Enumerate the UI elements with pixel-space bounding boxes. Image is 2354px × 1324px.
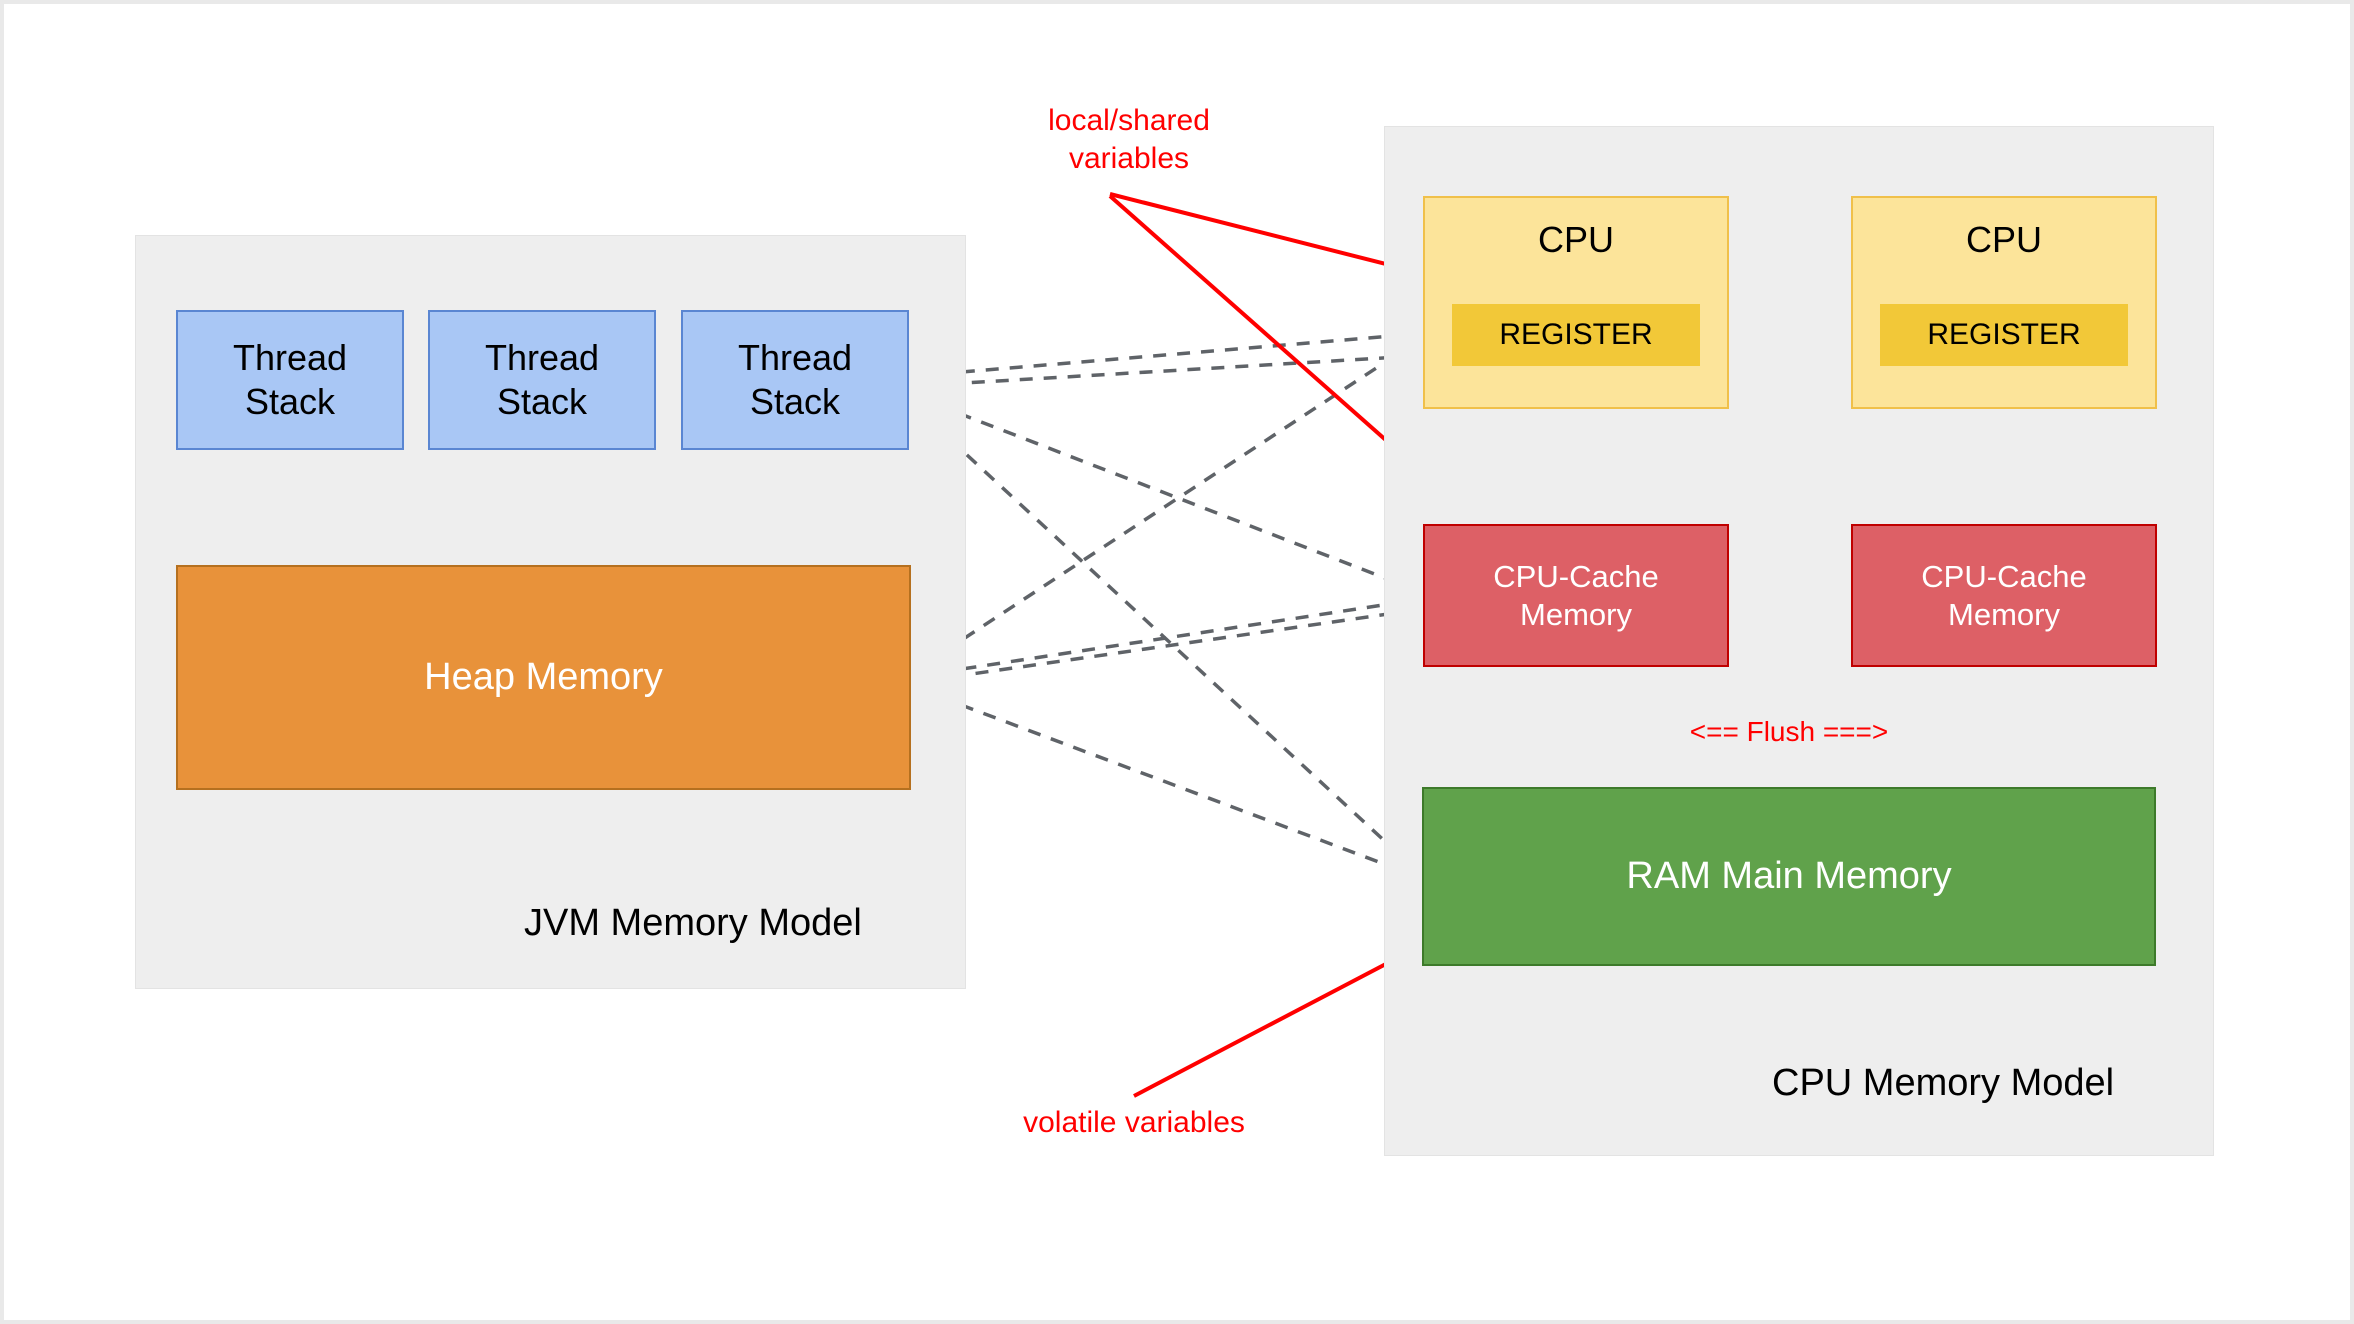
annotation-local-shared-variables: local/shared variables [1048,104,1210,175]
cpu-label: CPU [1537,219,1614,260]
cpu-box[interactable]: CPU REGISTER [1423,196,1729,409]
thread-stack-box[interactable]: Thread Stack [428,310,656,450]
annotation-flush: <== Flush ===> [1689,716,1889,747]
cpu-label: CPU [1965,219,2042,260]
cpu-cache-memory-box[interactable]: CPU-Cache Memory [1851,524,2157,667]
cpu-panel-title: CPU Memory Model [1772,1062,2115,1104]
register-box[interactable]: REGISTER [1880,304,2128,366]
jvm-panel-title: JVM Memory Model [524,902,862,944]
thread-stack-box[interactable]: Thread Stack [176,310,404,450]
register-box[interactable]: REGISTER [1452,304,1700,366]
cpu-cache-memory-box[interactable]: CPU-Cache Memory [1423,524,1729,667]
annotation-volatile-variables: volatile variables [1023,1106,1245,1139]
heap-memory-box[interactable]: Heap Memory [176,565,911,790]
cpu-box[interactable]: CPU REGISTER [1851,196,2157,409]
ram-main-memory-box[interactable]: RAM Main Memory [1422,787,2156,966]
thread-stack-box[interactable]: Thread Stack [681,310,909,450]
